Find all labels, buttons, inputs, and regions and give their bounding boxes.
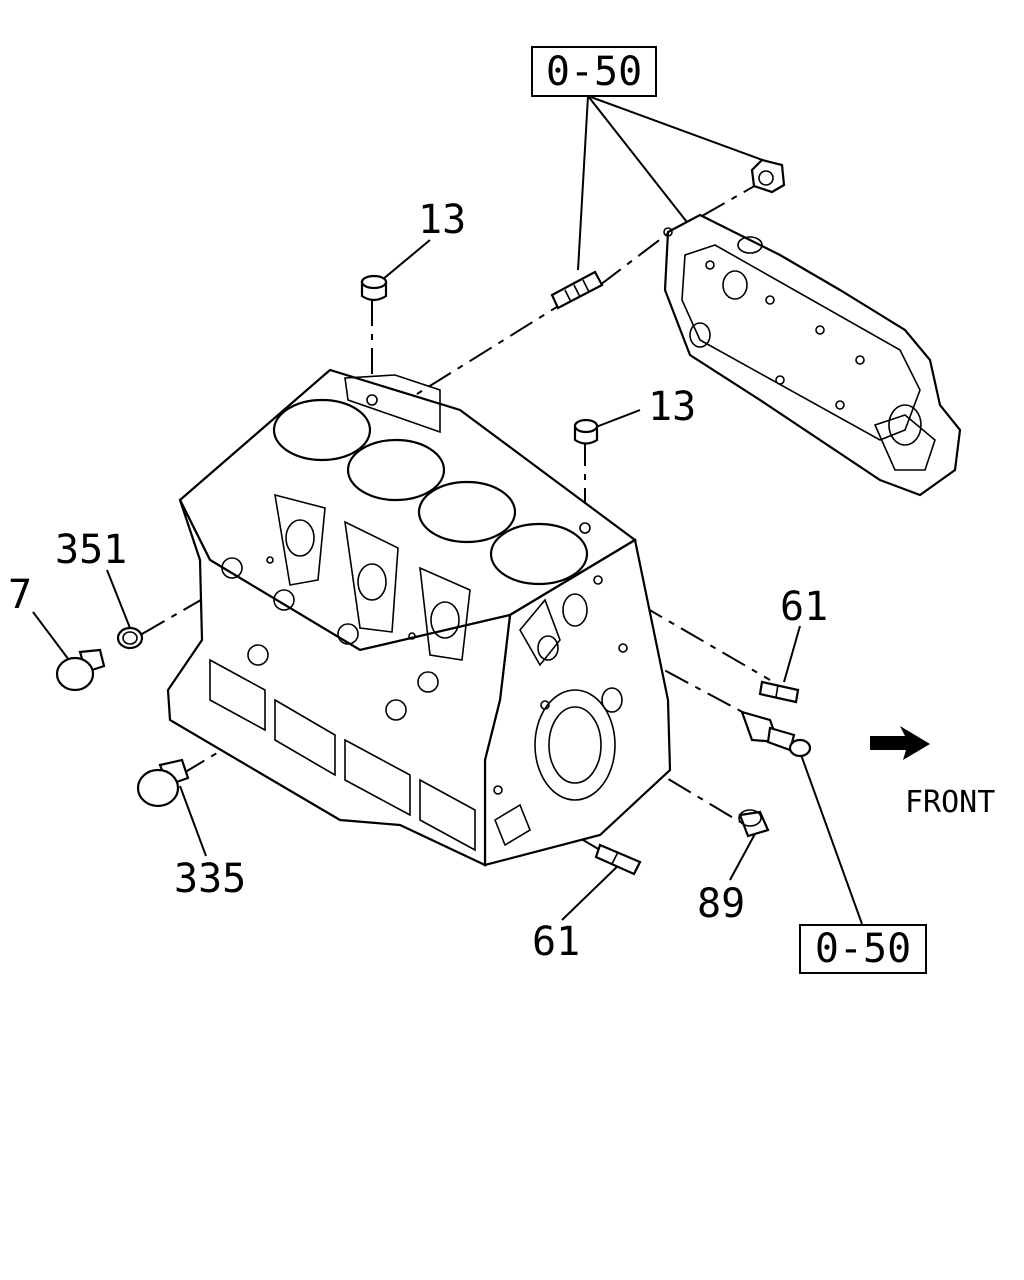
reference-label-bottom: 0-50 — [815, 926, 911, 972]
callout-13-right: 13 — [648, 384, 696, 430]
callout-61-bottom: 61 — [532, 919, 580, 965]
pin-61-right — [758, 680, 800, 704]
plug-7 — [55, 648, 106, 692]
plug-13-right — [573, 418, 599, 445]
plug-13-top — [360, 274, 388, 302]
callout-89: 89 — [697, 881, 745, 927]
pressure-fitting — [740, 710, 812, 758]
callout-13-top: 13 — [418, 197, 466, 243]
callout-61-right: 61 — [780, 584, 828, 630]
stud-part — [550, 270, 604, 310]
leader-lines — [32, 95, 863, 925]
plug-335 — [136, 758, 190, 808]
oil-cooler-cover — [663, 213, 962, 497]
callout-7: 7 — [8, 572, 32, 618]
front-label: FRONT — [905, 785, 995, 820]
callout-351: 351 — [55, 527, 127, 573]
callout-335: 335 — [174, 856, 246, 902]
reference-label-top: 0-50 — [546, 49, 642, 95]
cylinder-block — [166, 368, 672, 867]
nut-part — [750, 158, 786, 194]
reference-box-top[interactable]: 0-50 — [531, 46, 657, 97]
sleeve-89 — [738, 809, 770, 838]
front-arrow-icon — [870, 726, 930, 760]
washer-351 — [116, 626, 144, 650]
pin-61-bottom — [594, 843, 642, 876]
reference-box-bottom[interactable]: 0-50 — [799, 924, 927, 974]
